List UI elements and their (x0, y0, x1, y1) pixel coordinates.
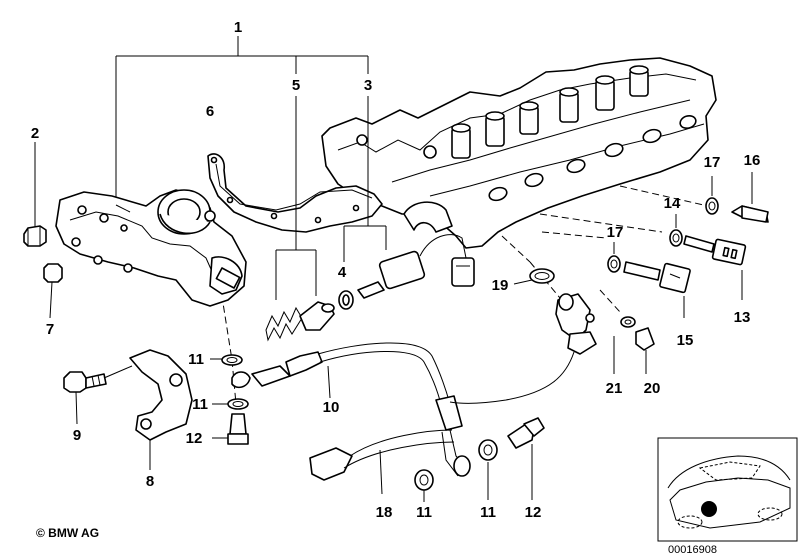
callout-13[interactable]: 13 (734, 309, 751, 326)
solenoid-valve-3 (338, 96, 475, 310)
callout-12-a[interactable]: 12 (186, 430, 203, 447)
callout-14[interactable]: 14 (664, 195, 681, 212)
callout-7[interactable]: 7 (46, 321, 54, 338)
callout-20[interactable]: 20 (644, 380, 661, 397)
bolt-9 (63, 365, 133, 425)
callout-19[interactable]: 19 (492, 277, 509, 294)
callout-9[interactable]: 9 (73, 427, 81, 444)
callout-11-d[interactable]: 11 (480, 504, 496, 521)
callout-17-b[interactable]: 17 (607, 224, 624, 241)
callout-6[interactable]: 6 (206, 103, 214, 120)
bolt-20-washer-21 (613, 316, 655, 374)
callout-labels: 1 2 3 4 5 6 7 8 9 10 11 11 12 11 11 12 1… (31, 19, 761, 521)
vanos-housing (55, 189, 247, 307)
callout-11-a[interactable]: 11 (188, 351, 204, 368)
callout-21[interactable]: 21 (606, 380, 623, 397)
callout-10[interactable]: 10 (323, 399, 340, 416)
copyright-text: © BMW AG (36, 526, 99, 540)
callout-1[interactable]: 1 (234, 19, 242, 36)
cylinder-head (321, 57, 717, 249)
callout-11-b[interactable]: 11 (192, 396, 208, 413)
cam-towers (451, 65, 649, 159)
callout-16[interactable]: 16 (744, 152, 761, 169)
callout-17-a[interactable]: 17 (704, 154, 721, 171)
sensor-cable (449, 351, 575, 404)
bracket-1 (115, 36, 369, 205)
callout-15[interactable]: 15 (677, 332, 694, 349)
spring-piston-5 (265, 96, 335, 342)
oil-line-18 (309, 395, 471, 495)
plug-screw-2 (23, 142, 47, 247)
location-marker-icon (701, 501, 717, 517)
vanos-gasket (207, 153, 383, 233)
diagram-number: 00016908 (668, 544, 717, 556)
callout-4[interactable]: 4 (338, 264, 347, 281)
plug-screw-7 (43, 263, 63, 319)
callout-2[interactable]: 2 (31, 125, 39, 142)
callout-11-c[interactable]: 11 (416, 504, 432, 521)
callout-5[interactable]: 5 (292, 77, 300, 94)
callout-18[interactable]: 18 (376, 504, 393, 521)
callout-8[interactable]: 8 (146, 473, 154, 490)
temperature-sensors (607, 172, 769, 318)
bracket-8 (129, 349, 193, 470)
callout-3[interactable]: 3 (364, 77, 372, 94)
camshaft-sensor (513, 268, 597, 355)
bottom-fasteners (414, 417, 545, 502)
callout-12-b[interactable]: 12 (525, 504, 542, 521)
washers-11-left (210, 354, 249, 445)
oil-line-10 (231, 342, 451, 409)
car-location-thumbnail (657, 437, 798, 542)
port-holes (488, 114, 697, 202)
